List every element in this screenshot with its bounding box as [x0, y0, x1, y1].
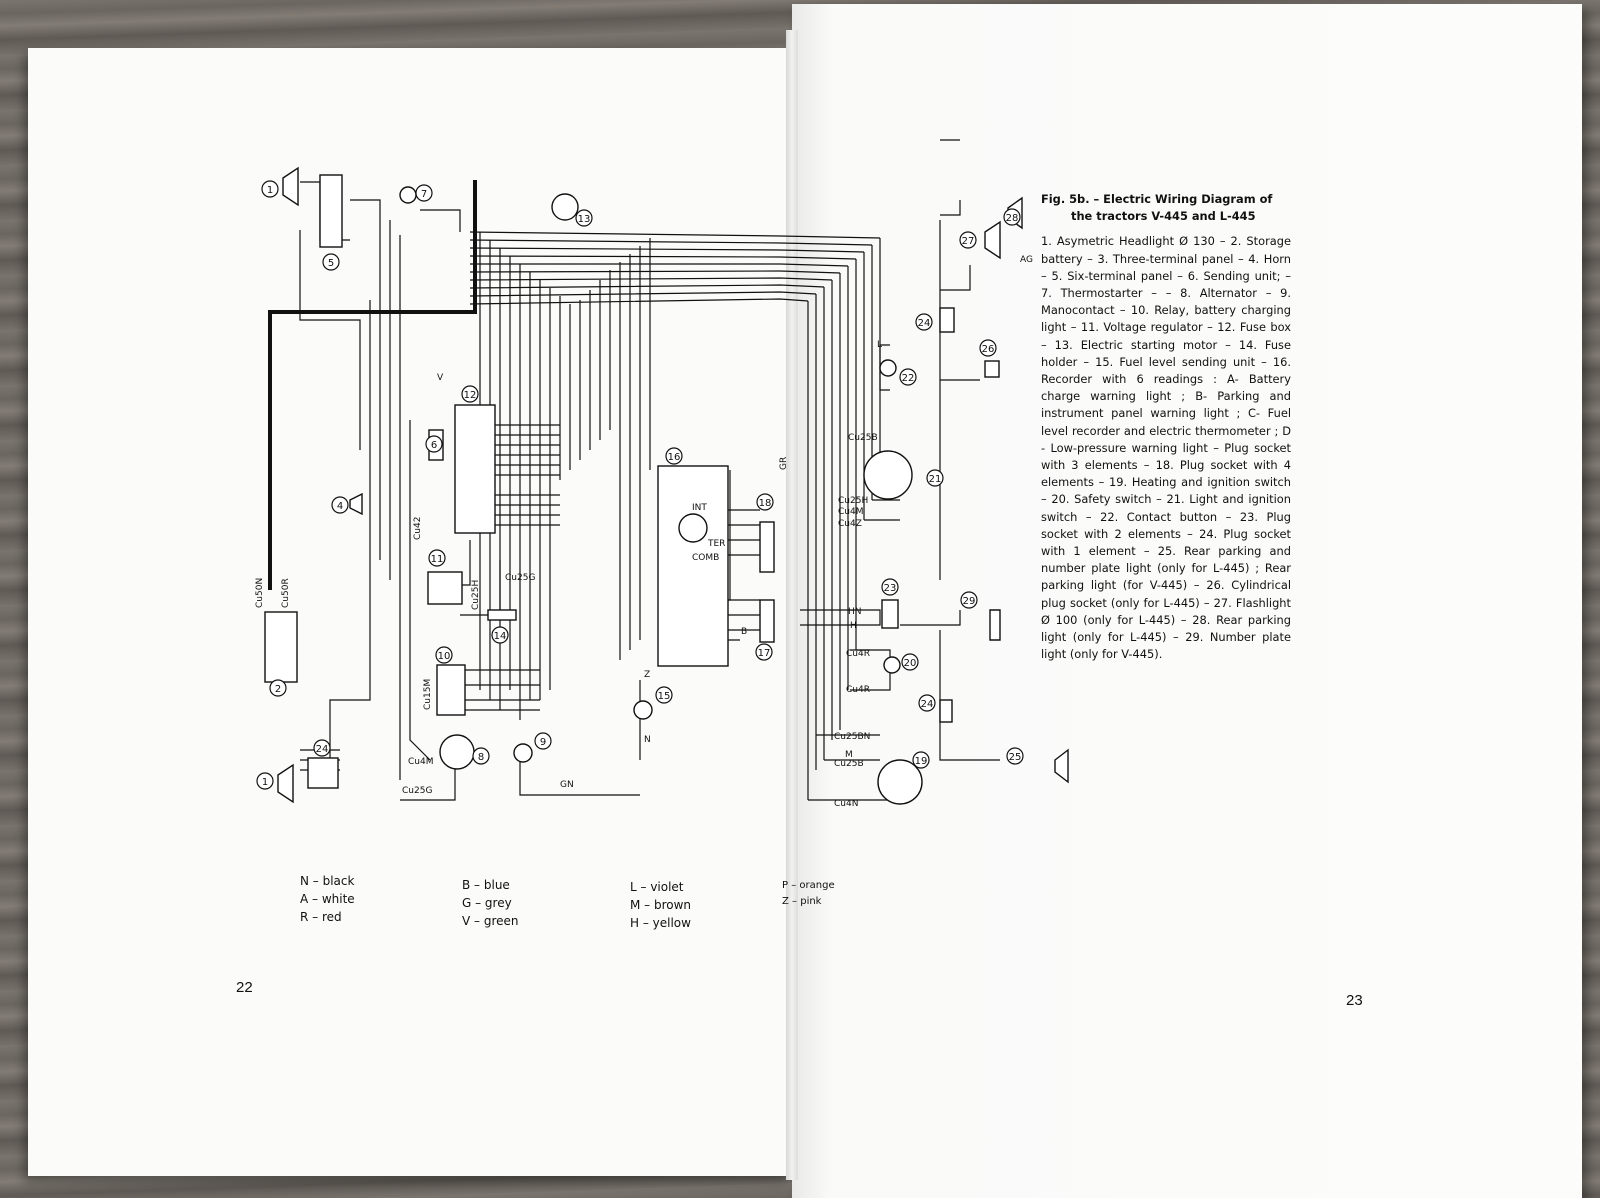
component-number-14: 14 — [494, 631, 507, 642]
figure-subtitle: the tractors V-445 and L-445 — [1071, 209, 1256, 224]
component-number-12: 12 — [464, 390, 477, 401]
component-number-21: 21 — [929, 474, 942, 485]
component-number-24c: 24 — [918, 318, 931, 329]
wire-label-comb: COMB — [692, 553, 719, 563]
figure-title: Fig. 5b. – Electric Wiring Diagram of — [1041, 192, 1273, 206]
component-number-18: 18 — [759, 498, 772, 509]
component-number-13: 13 — [578, 214, 591, 225]
right-page — [792, 4, 1582, 1198]
wire-label-cu4z: Cu4Z — [838, 519, 862, 529]
legend-item: Z – pink — [782, 896, 822, 907]
wire-label-hn: HN — [848, 607, 862, 617]
component-number-24b: 24 — [921, 699, 934, 710]
wire-label-cu4n: Cu4N — [834, 799, 858, 809]
wire-label-cu4m-r: Cu4M — [838, 507, 863, 517]
component-number-26: 26 — [982, 344, 995, 355]
legend-item: G – grey — [462, 896, 512, 910]
component-number-8: 8 — [478, 752, 484, 763]
legend-column-1: N – black A – white R – red — [300, 872, 355, 926]
component-number-5: 5 — [328, 258, 334, 269]
component-number-4: 4 — [337, 501, 343, 512]
wire-label-cu25b2: Cu25B — [834, 759, 864, 769]
legend-item: N – black — [300, 874, 355, 888]
legend-item: L – violet — [630, 880, 684, 894]
wire-label-h: H — [850, 621, 857, 631]
component-number-11: 11 — [431, 554, 444, 565]
legend-item: V – green — [462, 914, 519, 928]
component-number-22: 22 — [902, 373, 915, 384]
wire-label-cu25bn: Cu25BN — [834, 732, 870, 742]
wire-label-cu25h: Cu25H — [471, 580, 481, 610]
wire-label-ter: TER — [707, 539, 725, 549]
component-number-2: 2 — [275, 684, 281, 695]
figure-description: 1. Asymetric Headlight Ø 130 – 2. Storag… — [1041, 234, 1291, 662]
component-number-1: 1 — [267, 185, 273, 196]
wire-label-b: B — [741, 627, 747, 637]
page-number-right: 23 — [1346, 992, 1363, 1009]
legend-item: P – orange — [782, 880, 835, 891]
component-number-6: 6 — [431, 440, 437, 451]
component-number-15: 15 — [658, 691, 671, 702]
wire-label-cu42: Cu42 — [413, 517, 423, 540]
wire-label-cu25g: Cu25G — [505, 573, 535, 583]
wire-label-cu50n: Cu50N — [255, 578, 265, 608]
wire-label-gn: GN — [560, 780, 574, 790]
component-number-29: 29 — [963, 596, 976, 607]
component-number-25: 25 — [1009, 752, 1022, 763]
component-number-28: 28 — [1006, 213, 1019, 224]
wire-label-l: L — [877, 340, 882, 350]
component-number-9: 9 — [540, 737, 546, 748]
wire-label-cu4m: Cu4M — [408, 757, 433, 767]
component-number-27: 27 — [962, 236, 975, 247]
component-number-10: 10 — [438, 651, 451, 662]
legend-column-3: L – violet M – brown H – yellow — [630, 878, 691, 932]
legend-item: A – white — [300, 892, 355, 906]
page-number-left: 22 — [236, 979, 253, 996]
component-number-23: 23 — [884, 583, 897, 594]
wire-label-cu4r2: Cu4R — [846, 685, 870, 695]
wire-label-cu25h-r: Cu25H — [838, 496, 868, 506]
wire-label-cu25g-b: Cu25G — [402, 786, 432, 796]
legend-item: H – yellow — [630, 916, 691, 930]
component-number-24: 24 — [316, 744, 329, 755]
component-number-19: 19 — [915, 756, 928, 767]
wire-label-gr: GR — [779, 457, 789, 470]
component-number-20: 20 — [904, 658, 917, 669]
component-number-7: 7 — [421, 189, 427, 200]
legend-item: B – blue — [462, 878, 510, 892]
component-number-1b: 1 — [262, 777, 268, 788]
legend-column-2: B – blue G – grey V – green — [462, 876, 519, 930]
component-number-16: 16 — [668, 452, 681, 463]
legend-item: M – brown — [630, 898, 692, 912]
wire-label-cu4r: Cu4R — [846, 649, 870, 659]
wire-label-n: N — [644, 735, 651, 745]
wire-label-cu15m: Cu15M — [423, 679, 433, 710]
wire-label-v: V — [437, 373, 444, 383]
legend-column-4: P – orange Z – pink — [782, 878, 835, 910]
wire-label-z: Z — [644, 670, 650, 680]
legend-item: R – red — [300, 910, 342, 924]
figure-caption: Fig. 5b. – Electric Wiring Diagram of th… — [1041, 191, 1291, 663]
wire-label-m: M — [845, 750, 853, 760]
book-spine — [786, 30, 798, 1180]
wire-label-cu50r: Cu50R — [281, 578, 291, 608]
wire-label-cu25b: Cu25B — [848, 433, 878, 443]
wire-label-ag: AG — [1020, 255, 1033, 265]
wire-label-int: INT — [692, 503, 707, 513]
component-number-17: 17 — [758, 648, 771, 659]
